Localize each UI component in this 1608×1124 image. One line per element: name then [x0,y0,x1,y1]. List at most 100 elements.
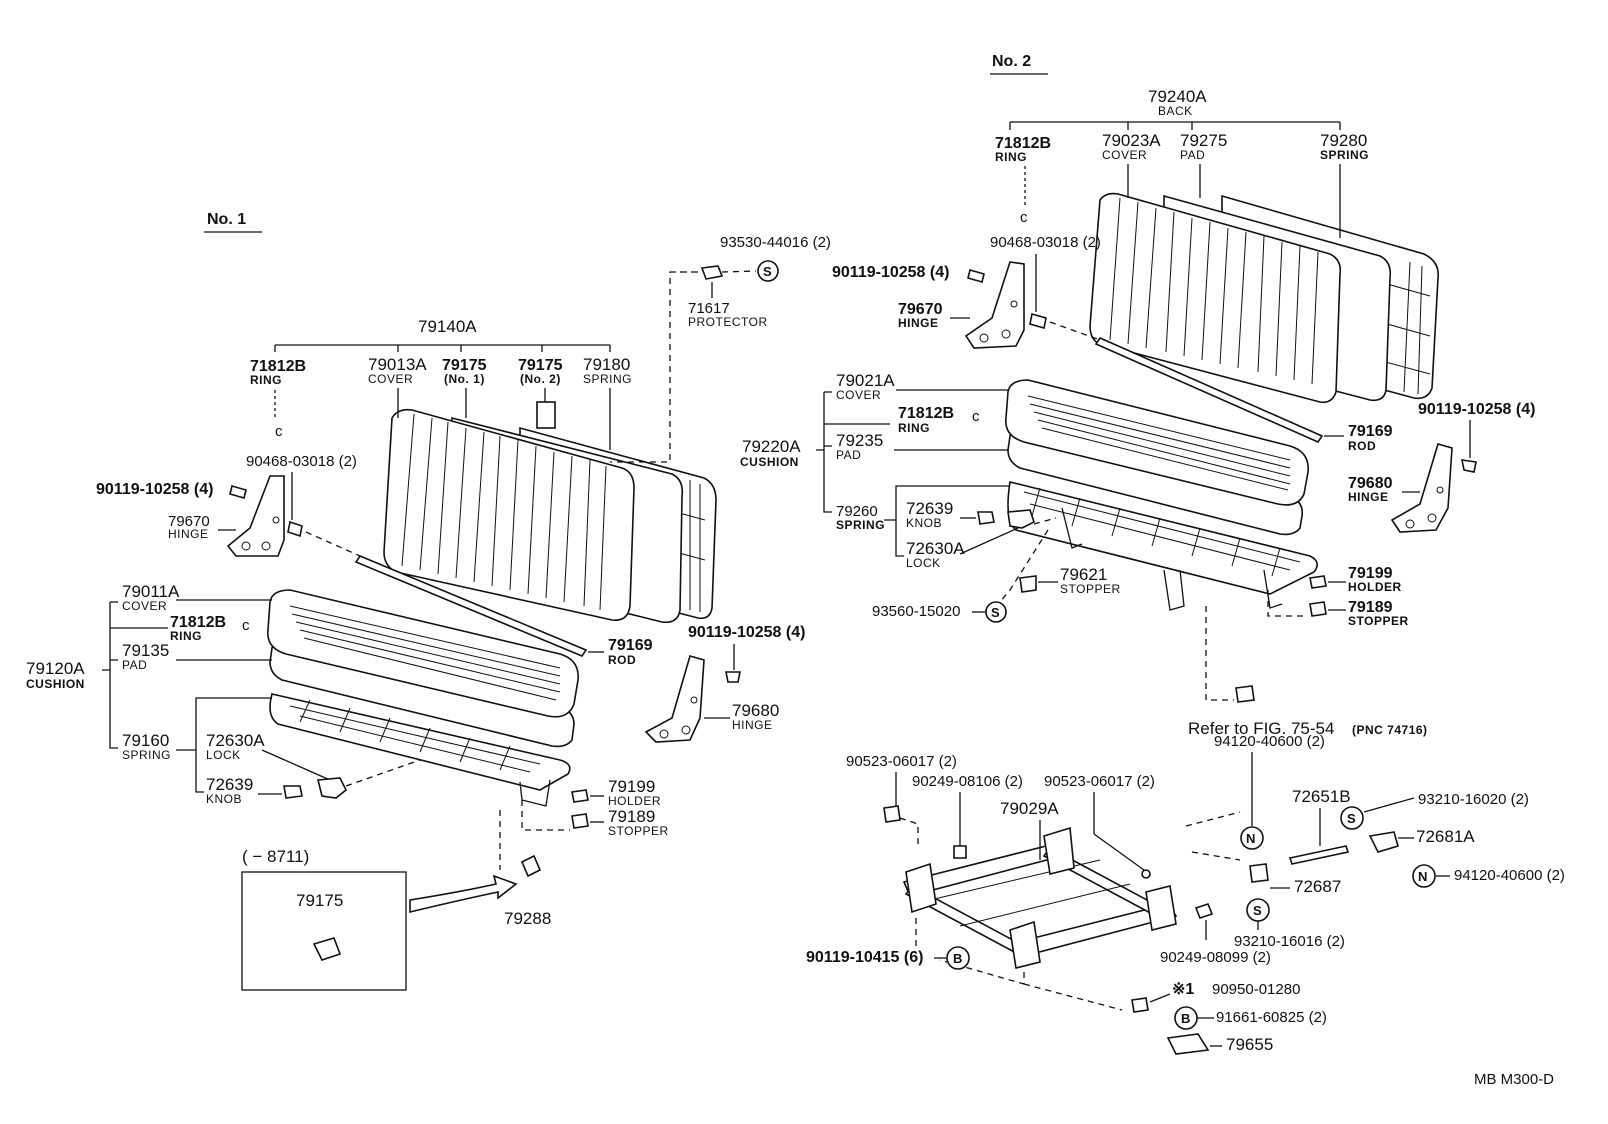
no2-bolt-r-pn: 90119-10258 (4) [1418,401,1535,418]
no1-cushion-cover-pn: 79011A [122,582,180,601]
frame-bolt-a-pn: 90523-06017 (2) [846,753,957,770]
no2-pad-name: PAD [1180,148,1205,162]
no1-bolt-l-pn: 90119-10258 (4) [96,481,213,498]
frame-bolt-b [953,845,967,859]
frame-bolt-e-symbol-letter: S [1253,903,1262,918]
no1-protector-name: PROTECTOR [688,315,768,329]
section-no1-title: No. 1 [207,211,246,228]
no1-stopper-pn: 79189 [608,807,655,826]
no2-ring-pn: 71812B [995,135,1051,152]
no1-bolt-l [229,485,247,499]
no1-ring-pn: 71812B [250,358,306,375]
frame-bolt-f-symbol [946,946,970,970]
no1-knob-name: KNOB [206,792,242,806]
frame-collar-pn: 72687 [1294,877,1341,896]
no2-refer-text: Refer to FIG. 75-54 [1188,719,1334,738]
no1-protector-clip [700,265,724,280]
no1-cushion-group [267,589,579,807]
no1-hinge-l-name: HINGE [168,527,209,541]
no1-pad1-pn: 79175 [442,357,487,374]
frame-rod [1288,845,1350,865]
no2-cushion-cover-stripes [1027,395,1291,491]
no1-plug-pn: 79288 [504,909,551,928]
no2-cushion-ring-name: RING [898,421,930,435]
no1-spring-hanger [536,401,556,429]
no1-inset-group: ( − 8711) 79175 79288 [241,847,551,991]
frame-nut-a-symbol-letter: N [1246,831,1255,846]
frame-bolt-h-pn: 91661-60825 (2) [1216,1009,1327,1026]
no1-cushion-spring-wires [289,699,541,773]
no2-cushion-cover-name: COVER [836,388,881,402]
no1-pad2-name: (No. 2) [520,372,561,386]
no1-spring-name: SPRING [583,372,632,386]
frame-bolt-f-symbol-letter: B [953,951,962,966]
no1-back-cover-stripes [401,413,607,611]
no1-knob-pn: 72639 [206,775,253,794]
frame-bolt-h-symbol-letter: B [1181,1011,1190,1026]
no2-ring-symbol: c [1020,209,1028,226]
no2-spring-pn: 79280 [1320,131,1367,150]
frame-bolt-b-pn: 90249-08106 (2) [912,773,1023,790]
no2-lock-name: LOCK [906,556,941,570]
no2-hinge-r-name: HINGE [1348,490,1389,504]
no2-back-assy-pn: 79240A [1148,87,1207,106]
no1-back-assy-pn: 79140A [418,317,477,336]
frame-bolt-f-pn: 90119-10415 (6) [806,949,923,966]
no2-refer-pnc: (PNC 74716) [1352,723,1428,737]
frame-group [902,826,1178,1011]
no1-cover-pn: 79013A [368,355,427,374]
frame-bolt-e-pn: 93210-16016 (2) [1234,933,1345,950]
frame-bolt-d-symbol [1340,806,1364,830]
no1-hinge-r-pn: 79680 [732,701,779,720]
no2-stopper-bolt-symbol-letter: S [991,605,1000,620]
no1-lock [316,777,348,799]
no2-stopper [1309,601,1327,617]
no1-cushion-name: CUSHION [26,677,85,691]
no2-cushion-spring-name: SPRING [836,518,885,532]
no2-back-callouts: 79240A BACK 71812B RING c 79023A COVER 7… [995,87,1369,238]
no2-ring-name: RING [995,150,1027,164]
frame-bolt-c-pn: 90523-06017 (2) [1044,773,1155,790]
no1-pin-pn: 90468-03018 (2) [246,453,357,470]
frame-latch [1368,831,1399,853]
no1-inset-arrow [409,874,518,914]
no2-back-cover [1089,192,1342,404]
frame-nut-b-pn: 94120-40600 (2) [1454,867,1565,884]
frame-bolt-g [1194,903,1214,919]
no1-cover-name: COVER [368,372,413,386]
no2-right-hinge-group: 90119-10258 (4) 79680 HINGE [1348,401,1535,533]
no1-cushion-spring-pn: 79160 [122,731,169,750]
no1-hinge-r [644,655,705,743]
frame-bolt-g-pn: 90249-08099 (2) [1160,949,1271,966]
no2-cushion-pad-pn: 79235 [836,431,883,450]
no2-cushion-pn: 79220A [742,437,801,456]
frame-bracket-fl [1009,920,1041,969]
no1-bolt-r [725,671,741,683]
no2-cushion-cover-pn: 79021A [836,371,895,390]
no1-protector-bolt-pn: 93530-44016 (2) [720,234,831,251]
no2-bolt-l [967,269,985,283]
no2-stopper-a-name: STOPPER [1060,582,1121,596]
frame-bracket-rl [905,862,937,914]
no2-cushion-spring-pn: 79260 [836,503,878,520]
no1-hinge-l-pn: 79670 [168,513,210,530]
no1-protector-bolt-symbol-letter: S [763,264,772,279]
no2-rod-group: 79169 ROD [1094,336,1393,453]
no1-ring-name: RING [250,373,282,387]
no2-pad-pn: 79275 [1180,131,1227,150]
no1-inset-range: ( − 8711) [242,847,309,866]
no2-knob-name: KNOB [906,516,942,530]
frame-bolt-d-pn: 93210-16020 (2) [1418,791,1529,808]
no2-hinge-l-name: HINGE [898,316,939,330]
no1-hinge-r-name: HINGE [732,718,773,732]
no1-pin [287,520,303,538]
no1-pad1-name: (No. 1) [444,372,485,386]
no2-cover-pn: 79023A [1102,131,1161,150]
no1-cushion-callouts: 79120A CUSHION 79011A COVER 71812B RING … [26,582,668,870]
no1-bolt-r-pn: 90119-10258 (4) [688,624,805,641]
no2-rod [1094,336,1324,444]
no1-rod-pn: 79169 [608,637,653,654]
no2-cushion-callouts: 79220A CUSHION 79021A COVER 71812B RING … [740,371,1428,738]
no1-protector-bolt-symbol [757,260,779,282]
no1-back-callouts: 79140A 71812B RING c 79013A COVER 79175 … [250,234,831,463]
